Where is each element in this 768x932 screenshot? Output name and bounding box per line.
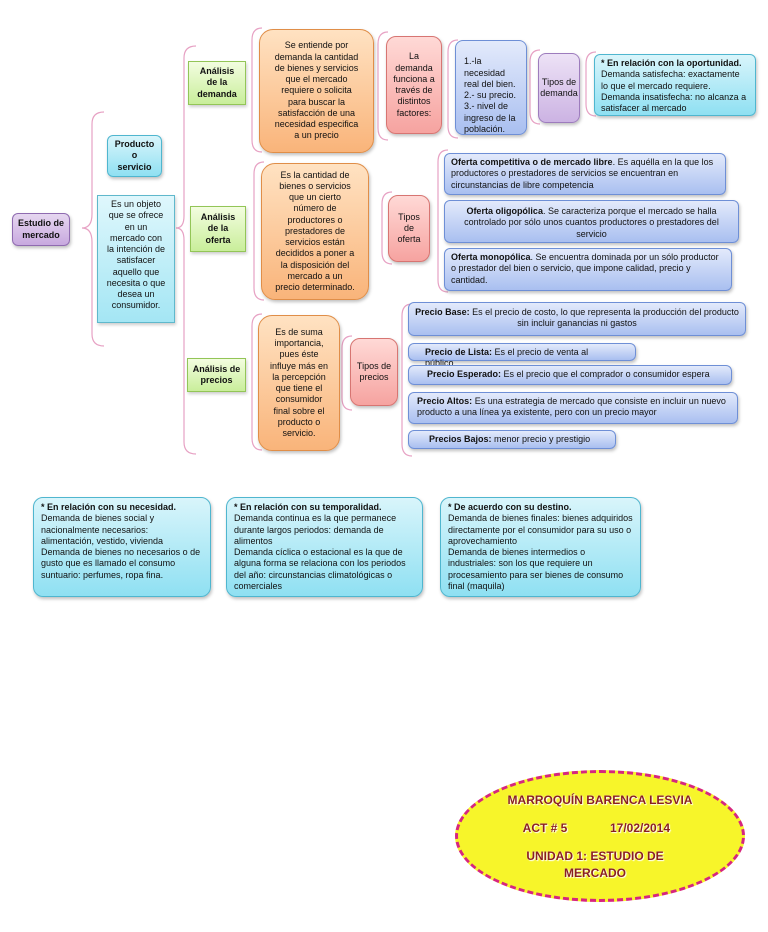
root-node: Estudio de mercado (12, 213, 70, 246)
precio-type-bajos: Precios Bajos: menor precio y prestigio (408, 430, 616, 449)
note-title: * De acuerdo con su destino. (448, 502, 572, 512)
note-title: * En relación con su temporalidad. (234, 502, 382, 512)
badge-author: MARROQUÍN BARENCA LESVIA (507, 793, 693, 807)
oferta-definition: Es la cantidad de bienes o servicios que… (275, 169, 355, 293)
precios-title-node: Análisis de precios (187, 358, 246, 392)
tipos-demanda-node: Tipos de demanda (538, 53, 580, 123)
oferta-type-name: Oferta competitiva o de mercado libre (451, 157, 613, 167)
demanda-title-node: Análisis de la demanda (188, 61, 246, 105)
demanda-factors: 1.-la necesidad real del bien. 2.- su pr… (464, 56, 517, 134)
producto-title-node: Producto o servicio (107, 135, 162, 177)
oferta-type-text: . Es aquélla en la que los productores o… (451, 157, 714, 190)
oferta-type-name: Oferta oligopólica (466, 206, 543, 216)
badge-unit: UNIDAD 1: ESTUDIO DE MERCADO (526, 849, 664, 880)
precio-type-lista: Precio de Lista: Es el precio de venta a… (408, 343, 636, 368)
precio-type-text: menor precio y prestigio (491, 434, 591, 444)
demanda-factors-node: 1.-la necesidad real del bien. 2.- su pr… (455, 40, 527, 135)
note-necesidad: * En relación con su necesidad. Demanda … (33, 497, 211, 597)
author-badge (455, 770, 745, 902)
oferta-type-oligopolica: Oferta oligopólica. Se caracteriza porqu… (444, 200, 739, 243)
oferta-title: Análisis de la oferta (200, 212, 236, 245)
demanda-factors-intro: La demanda funciona a través de distinto… (393, 51, 435, 118)
precio-type-text: Es una estrategia de mercado que consist… (417, 396, 726, 418)
precios-definition: Es de suma importancia, pues éste influy… (269, 326, 329, 438)
precio-type-text: Es el precio de venta al público (425, 347, 589, 369)
opportunity-node: * En relación con la oportunidad. Demand… (594, 54, 756, 116)
demanda-definition-node: Se entiende por demanda la cantidad de b… (259, 29, 374, 153)
precios-definition-node: Es de suma importancia, pues éste influy… (258, 315, 340, 451)
oferta-type-competitiva: Oferta competitiva o de mercado libre. E… (444, 153, 726, 195)
precio-type-altos: Precio Altos: Es una estrategia de merca… (408, 392, 738, 424)
producto-definition: Es un objeto que se ofrece en un mercado… (106, 199, 166, 311)
tipos-precios-label: Tipos de precios (356, 360, 392, 382)
oferta-title-node: Análisis de la oferta (190, 206, 246, 252)
opportunity-text: Demanda satisfecha: exactamente lo que e… (601, 69, 747, 113)
demanda-title: Análisis de la demanda (197, 66, 237, 99)
precio-type-name: Precios Bajos: (429, 434, 492, 444)
note-destino: * De acuerdo con su destino. Demanda de … (440, 497, 641, 597)
tipos-oferta-label: Tipos de oferta (397, 211, 421, 245)
tipos-oferta-node: Tipos de oferta (388, 195, 430, 262)
precio-type-name: Precio Base: (415, 307, 470, 317)
opportunity-title: * En relación con la oportunidad. (601, 58, 742, 68)
note-text: Demanda de bienes social y nacionalmente… (41, 513, 201, 580)
precio-type-base: Precio Base: Es el precio de costo, lo q… (408, 302, 746, 336)
producto-definition-node: Es un objeto que se ofrece en un mercado… (97, 195, 175, 323)
producto-title: Producto o servicio (114, 139, 155, 172)
precio-type-name: Precio Esperado: (427, 369, 502, 379)
oferta-type-text: . Se caracteriza porque el mercado se ha… (464, 206, 719, 239)
oferta-type-name: Oferta monopólica (451, 252, 531, 262)
note-title: * En relación con su necesidad. (41, 502, 177, 512)
precios-title: Análisis de precios (192, 363, 241, 385)
note-text: Demanda continua es la que permanece dur… (234, 513, 406, 591)
precio-type-esperado: Precio Esperado: Es el precio que el com… (408, 365, 732, 385)
oferta-type-monopolica: Oferta monopólica. Se encuentra dominada… (444, 248, 732, 291)
demanda-factors-intro-node: La demanda funciona a través de distinto… (386, 36, 442, 134)
oferta-definition-node: Es la cantidad de bienes o servicios que… (261, 163, 369, 300)
tipos-demanda-label: Tipos de demanda (540, 76, 578, 98)
tipos-precios-node: Tipos de precios (350, 338, 398, 406)
precio-type-text: Es el precio de costo, lo que representa… (469, 307, 739, 329)
precio-type-name: Precio de Lista: (425, 347, 493, 357)
root-label: Estudio de mercado (17, 218, 64, 240)
precio-type-name: Precio Altos: (417, 396, 473, 406)
demanda-definition: Se entiende por demanda la cantidad de b… (274, 40, 359, 141)
precio-type-text: Es el precio que el comprador o consumid… (501, 369, 710, 379)
badge-activity: ACT # 5 (522, 821, 568, 835)
badge-date: 17/02/2014 (609, 821, 671, 835)
oferta-type-text: . Se encuentra dominada por un sólo prod… (451, 252, 719, 285)
note-temporalidad: * En relación con su temporalidad. Deman… (226, 497, 423, 597)
note-text: Demanda de bienes finales: bienes adquir… (448, 513, 633, 591)
